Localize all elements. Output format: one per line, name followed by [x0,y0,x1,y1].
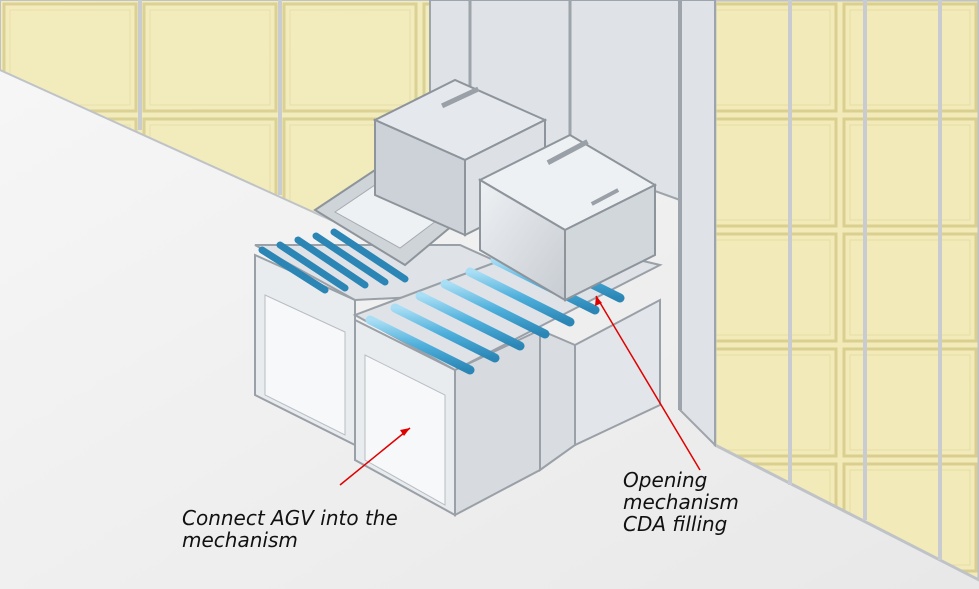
callout-connect-agv-line2: mechanism [182,528,298,552]
callout-connect-agv: Connect AGV into the mechanism [182,507,398,551]
leader-arrow-opening [595,296,602,306]
leader-line-agv [339,427,411,486]
callout-opening-mechanism: Opening mechanism CDA filling [623,469,739,535]
callout-opening-line1: Opening [623,468,708,492]
callout-connect-agv-line1: Connect AGV into the [182,506,398,530]
leader-lines [339,295,701,486]
callout-opening-line2: mechanism [623,490,739,514]
leader-arrow-agv [400,428,410,436]
stand-cabinet-right [539,298,661,472]
leader-line-opening [595,295,701,471]
callout-opening-line3: CDA filling [623,512,728,536]
storage-box-front [477,133,658,302]
